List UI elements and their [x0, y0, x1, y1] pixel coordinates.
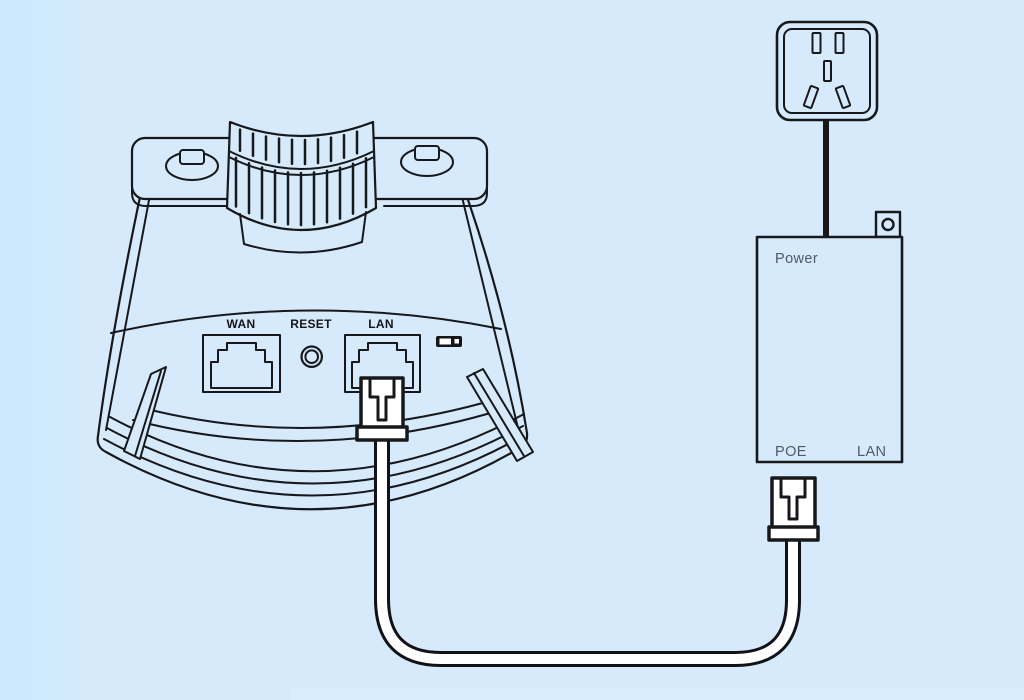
outlet-slot-top-right: [834, 32, 845, 54]
outlet-slot-top-left: [811, 32, 822, 54]
lan-ethernet-plug: [355, 376, 409, 442]
flap-right-crease: [473, 372, 525, 457]
reset-label: RESET: [290, 317, 332, 331]
port-panel-crease: [110, 309, 502, 334]
bracket-lip-left: [131, 183, 237, 207]
access-point-device: WAN RESET LAN: [96, 120, 534, 511]
lan-port-label: LAN: [368, 317, 394, 331]
reset-button: [300, 345, 323, 368]
dome-band-upper: [228, 150, 375, 170]
bracket-screw-slot-right: [400, 145, 454, 177]
power-outlet: [775, 20, 879, 122]
weather-flaps: [123, 366, 534, 462]
panel-lower-arc-inner: [142, 398, 498, 429]
outlet-slot-neutral: [834, 85, 852, 109]
outlet-slot-earth: [823, 60, 832, 82]
dome-pedestal: [239, 211, 367, 254]
injector-power-label: Power: [775, 251, 818, 267]
dome-ribs: [234, 128, 368, 227]
wan-port: [202, 334, 281, 393]
flap-left-crease: [134, 370, 162, 457]
injector-mount-tab: [874, 210, 902, 239]
status-led: [436, 336, 462, 347]
device-body: [96, 148, 529, 511]
background-tint-band: [290, 687, 1024, 700]
ethernet-cable: [374, 436, 801, 667]
panel-lower-arc-outer: [132, 408, 505, 443]
wan-port-label: WAN: [227, 317, 256, 331]
device-skirt: [103, 413, 525, 497]
poe-ethernet-plug: [767, 476, 820, 542]
ventilation-dome: [225, 120, 378, 254]
outlet-slots: [802, 32, 852, 109]
injector-poe-label: POE: [775, 444, 807, 460]
device-body-crease-right: [453, 163, 519, 429]
injector-case: [755, 235, 904, 464]
bracket-screw-slot-left: [165, 149, 219, 181]
outlet-slot-live: [802, 85, 820, 109]
injector-lan-label: LAN: [857, 444, 886, 460]
bracket-lip-right: [383, 183, 488, 207]
poe-injector: Power POE LAN: [755, 115, 904, 464]
